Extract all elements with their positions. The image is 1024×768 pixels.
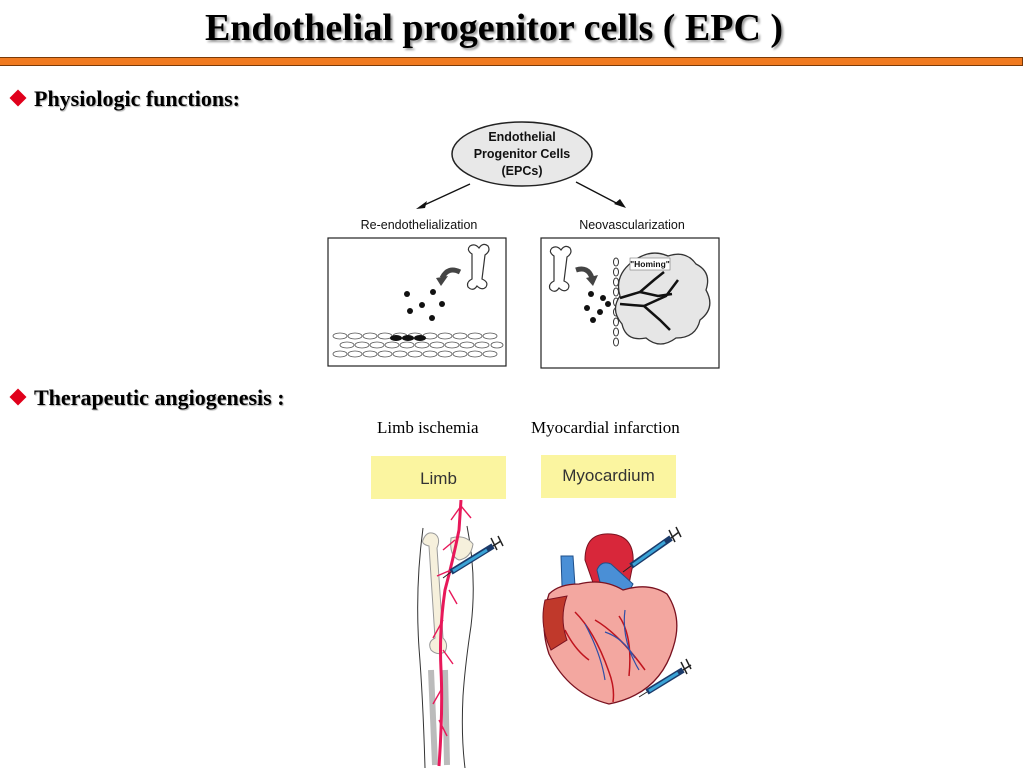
slide-title: Endothelial progenitor cells ( EPC ) (204, 7, 784, 49)
heart-body (543, 581, 678, 705)
artery-branches (432, 505, 472, 737)
heart-illustration (542, 526, 692, 705)
new-vessels (619, 271, 679, 331)
right-branch-label: Neovascularization (579, 218, 685, 232)
arrow-right-head-icon (614, 199, 626, 208)
myocardial-infarction-caption: Myocardial infarction (531, 418, 680, 437)
epc-node (451, 121, 593, 187)
bone-icon (466, 243, 490, 290)
section-label: Physiologic functions: (34, 86, 240, 111)
syringe-icon-lower (638, 658, 692, 698)
epc-node-line-1: Endothelial (488, 130, 555, 144)
femoral-artery (437, 500, 463, 767)
vessel-wall (613, 257, 619, 347)
limb-ischemia-caption: Limb ischemia (377, 418, 479, 437)
syringe-icon-upper (622, 526, 682, 573)
epc-node-line-2: Progenitor Cells (474, 147, 571, 161)
leg-outline (417, 525, 474, 768)
arrow-left (419, 183, 471, 208)
limb-label-box: Limb (371, 456, 506, 499)
title-underline (0, 57, 1023, 66)
section-label: Therapeutic angiogenesis : (34, 385, 285, 410)
curved-arrow-icon-2 (575, 266, 595, 279)
arrow-left-head-icon (416, 201, 427, 209)
myocardium-label-box: Myocardium (541, 455, 676, 498)
bone-icon-2 (548, 245, 572, 292)
epc-cells (404, 289, 445, 321)
left-branch-label: Re-endothelialization (361, 218, 478, 232)
epc-cells-2 (584, 291, 611, 323)
epc-node-line-3: (EPCs) (502, 164, 543, 178)
diamond-bullet-icon (9, 89, 27, 107)
homing-label-box (629, 257, 671, 271)
incorporated-cells (390, 335, 426, 341)
section-physiologic-functions: Physiologic functions: (9, 86, 240, 112)
syringe-icon (442, 535, 504, 579)
diamond-bullet-icon (9, 388, 27, 406)
leg-illustration (417, 500, 504, 768)
epc-function-diagram: Endothelial Progenitor Cells (EPCs) Re-e… (327, 121, 720, 369)
section-therapeutic-angiogenesis: Therapeutic angiogenesis : (9, 385, 285, 411)
curved-arrow-icon (439, 267, 462, 280)
tibia-bone (428, 669, 450, 766)
coronary-veins (584, 609, 640, 681)
right-atrium (542, 595, 568, 651)
arrow-right (575, 181, 623, 207)
homing-label: "Homing" (630, 259, 670, 269)
